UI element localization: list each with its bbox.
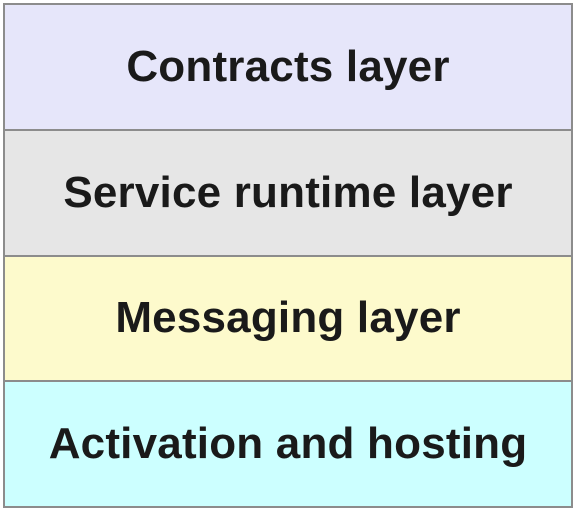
contracts-layer: Contracts layer — [5, 5, 571, 129]
service-runtime-layer: Service runtime layer — [5, 128, 571, 255]
service-runtime-layer-label: Service runtime layer — [63, 167, 513, 217]
contracts-layer-label: Contracts layer — [126, 41, 450, 91]
messaging-layer: Messaging layer — [5, 254, 571, 381]
layer-stack-diagram: Contracts layer Service runtime layer Me… — [3, 3, 573, 508]
activation-and-hosting-layer: Activation and hosting — [5, 380, 571, 506]
messaging-layer-label: Messaging layer — [115, 293, 461, 343]
activation-and-hosting-layer-label: Activation and hosting — [48, 419, 528, 469]
